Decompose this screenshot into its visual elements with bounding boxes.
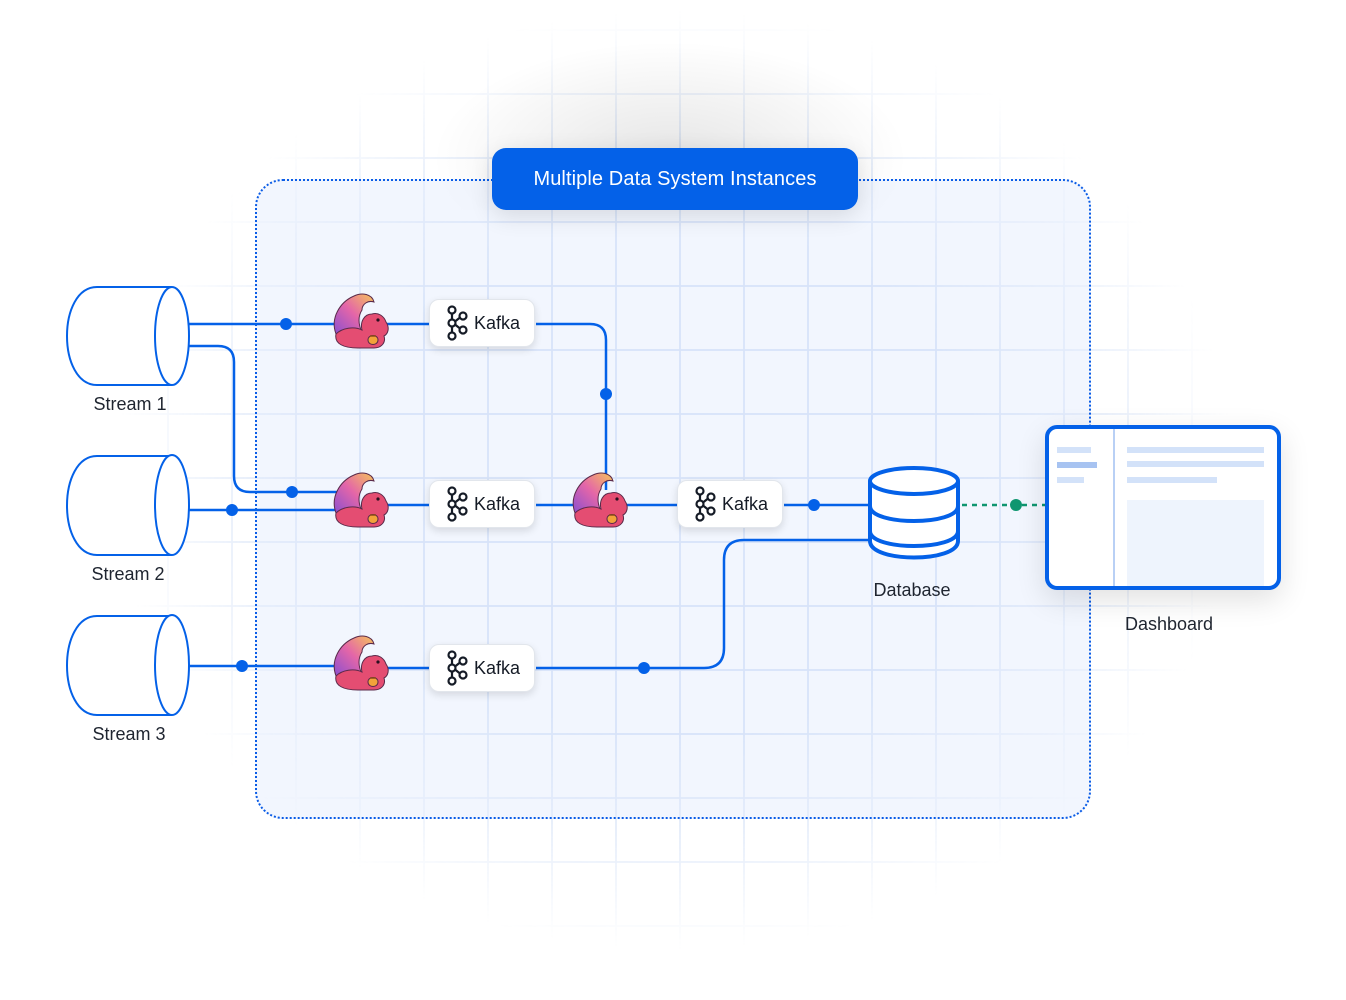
kafka-icon <box>447 305 468 341</box>
kafka-icon <box>447 650 468 686</box>
dashboard-sidebar-line <box>1057 447 1091 453</box>
flink-squirrel-icon <box>333 635 389 691</box>
junction-dot <box>600 388 612 400</box>
dashboard-content-line <box>1127 477 1217 483</box>
kafka-node-1[interactable]: Kafka <box>429 299 535 347</box>
flink-squirrel-icon <box>333 293 389 349</box>
kafka-label: Kafka <box>721 493 769 514</box>
junction-dot <box>236 660 248 672</box>
kafka-node-4[interactable]: Kafka <box>429 644 535 692</box>
junction-dot <box>638 662 650 674</box>
kafka-label: Kafka <box>473 657 521 678</box>
dashboard-icon[interactable] <box>1045 425 1281 590</box>
junction-dot <box>808 499 820 511</box>
junction-dot <box>286 486 298 498</box>
stream3-label: Stream 3 <box>92 724 166 744</box>
stream2-cylinder-icon <box>66 454 190 556</box>
kafka-icon <box>695 486 716 522</box>
kafka-label: Kafka <box>473 493 521 514</box>
dashboard-sidebar-line <box>1057 477 1084 483</box>
flink-squirrel-icon <box>333 472 389 528</box>
stream1-cylinder-icon <box>66 286 190 386</box>
junction-dot <box>280 318 292 330</box>
edge-kafka4-database <box>536 538 870 670</box>
kafka-node-3[interactable]: Kafka <box>677 480 783 528</box>
junction-dot <box>226 504 238 516</box>
edge-kafka1-flink3 <box>536 322 608 490</box>
junction-dot-green <box>1010 499 1022 511</box>
database-icon <box>868 466 960 560</box>
edge-stream1-flink2 <box>189 344 340 494</box>
kafka-node-2[interactable]: Kafka <box>429 480 535 528</box>
dashboard-content-panel <box>1127 500 1264 586</box>
stream2-label: Stream 2 <box>91 564 165 584</box>
dashboard-content-line <box>1127 461 1264 467</box>
dashboard-sidebar <box>1049 429 1115 586</box>
flink-squirrel-icon <box>572 472 628 528</box>
stream1-label: Stream 1 <box>93 394 167 414</box>
kafka-icon <box>447 486 468 522</box>
dashboard-label: Dashboard <box>1124 614 1214 634</box>
stream3-cylinder-icon <box>66 614 190 716</box>
dashboard-content-line <box>1127 447 1264 453</box>
database-label: Database <box>873 580 951 600</box>
dashboard-sidebar-line-active <box>1057 462 1097 468</box>
group-title: Multiple Data System Instances <box>492 148 858 210</box>
kafka-label: Kafka <box>473 312 521 333</box>
